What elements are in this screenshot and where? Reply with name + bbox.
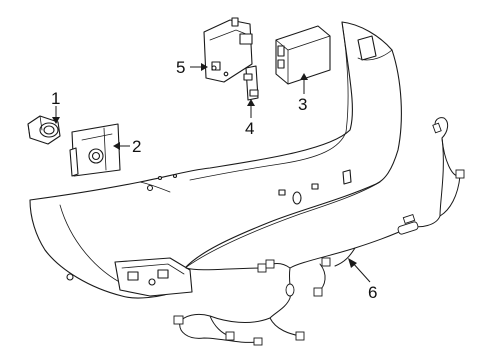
leader-lines [52,63,371,283]
bumper-lower-trim [114,257,193,297]
control-module [275,25,331,85]
callout-4: 4 [245,119,254,138]
callout-2: 2 [132,137,141,156]
callout-6: 6 [368,283,377,302]
callout-3: 3 [298,95,307,114]
bumper-cover [29,21,402,299]
sensor-bracket [69,123,121,177]
parking-sensor [27,115,61,145]
module-bracket [203,17,253,83]
callout-5: 5 [176,58,185,77]
callout-1: 1 [51,89,60,108]
wiring-harness [173,117,465,346]
callout-labels: 1 2 3 4 5 6 [51,58,377,302]
small-bracket [243,65,259,101]
